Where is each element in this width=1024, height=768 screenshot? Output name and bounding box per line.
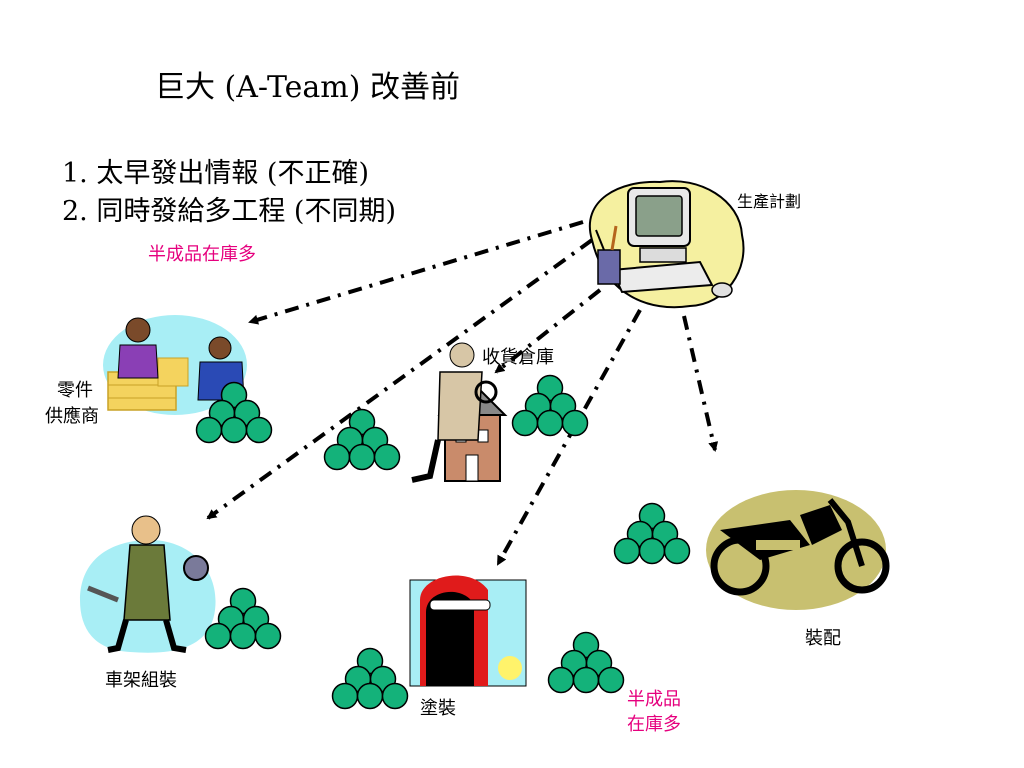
arrow-to-painting	[496, 309, 642, 566]
inventory-pile-receiving-left	[323, 408, 401, 471]
supplier-label-2: 供應商	[45, 406, 99, 427]
inventory-pile-frame-assembly	[204, 587, 282, 650]
assembly-motorcycle-icon	[706, 490, 890, 610]
point-list: 1. 太早發出情報 (不正確) 2. 同時發給多工程 (不同期)	[62, 155, 396, 231]
supplier-handshake-icon	[103, 315, 247, 415]
assembly-label: 裝配	[805, 628, 841, 649]
frame-assembly-label: 車架組裝	[105, 670, 177, 691]
receiving-label: 收貨倉庫	[482, 347, 554, 368]
point-2: 2. 同時發給多工程 (不同期)	[62, 196, 396, 227]
inventory-pile-painting-right	[547, 631, 625, 694]
inventory-pile-receiving-right	[511, 374, 589, 437]
painting-icon	[409, 575, 527, 687]
info-flow-arrows	[206, 220, 719, 566]
inventory-pile-painting-left	[331, 647, 409, 710]
arrow-to-supplier	[248, 220, 584, 325]
arrow-to-receiving	[494, 288, 602, 374]
frame-assembly-worker-icon	[80, 515, 216, 653]
wip-note-top: 半成品在庫多	[148, 244, 256, 265]
wip-note-bottom-2: 在庫多	[627, 714, 681, 735]
planning-label: 生產計劃	[737, 192, 802, 211]
painting-label: 塗裝	[420, 698, 456, 719]
slide-title: 巨大 (A-Team) 改善前	[155, 70, 460, 105]
arrow-to-assembly	[682, 315, 719, 452]
planning-computer-icon	[589, 180, 745, 309]
receiving-warehouse-icon	[411, 342, 508, 483]
inventory-pile-assembly	[613, 502, 691, 565]
arrow-to-frame-assembly	[206, 238, 594, 520]
point-1: 1. 太早發出情報 (不正確)	[62, 158, 369, 189]
supplier-label-1: 零件	[57, 380, 93, 401]
wip-note-bottom-1: 半成品	[627, 689, 681, 710]
inventory-pile-supplier	[195, 381, 273, 444]
